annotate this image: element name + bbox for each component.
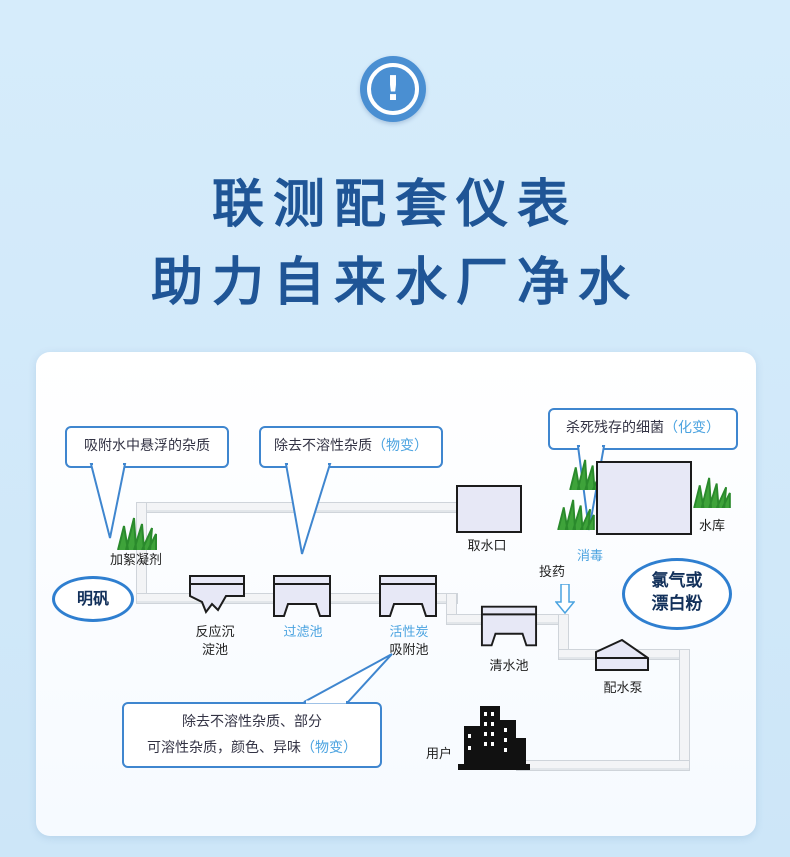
grass-icon — [117, 517, 157, 550]
carbon-tank — [379, 575, 437, 617]
label-dosing: 投药 — [538, 565, 565, 580]
label-sedimentation-line-2: 淀池 — [201, 643, 228, 658]
callout-coagulant: 吸附水中悬浮的杂质 — [65, 426, 229, 468]
callout-carbon-line-2-text: 可溶性杂质，颜色、异味 — [147, 740, 301, 756]
callout-carbon: 除去不溶性杂质、部分 可溶性杂质，颜色、异味（物变） — [122, 702, 382, 768]
label-sedimentation-line-1: 反应沉 — [195, 625, 235, 640]
label-carbon: 活性炭 吸附池 — [374, 624, 444, 660]
headline-line-1: 联测配套仪表 — [211, 175, 578, 235]
grass-icon — [693, 477, 731, 508]
intake-box — [456, 485, 522, 533]
label-disinfect: 消毒 — [576, 549, 603, 564]
city-building-icon — [458, 706, 530, 770]
callout-filter-text: 除去不溶性杂质 — [274, 438, 372, 454]
alum-label: 明矾 — [76, 589, 109, 608]
label-coagulant: 加絮凝剂 — [109, 553, 162, 568]
label-carbon-line-2: 吸附池 — [389, 643, 429, 658]
callout-disinfect-text: 杀死残存的细菌 — [566, 420, 664, 436]
filter-tank — [273, 575, 331, 617]
pipe-to-user — [516, 760, 690, 771]
label-intake: 取水口 — [467, 539, 507, 554]
clear-water-tank — [480, 605, 538, 647]
arrow-down-icon — [555, 584, 575, 614]
sedimentation-tank — [189, 575, 245, 614]
callout-filter: 除去不溶性杂质（物变） — [259, 426, 443, 468]
label-filter: 过滤池 — [283, 625, 323, 640]
grass-icon — [557, 499, 595, 530]
callout-carbon-line-1: 除去不溶性杂质、部分 — [182, 714, 322, 730]
callout-disinfect-tag: （化变） — [664, 420, 720, 436]
callout-coagulant-text: 吸附水中悬浮的杂质 — [84, 438, 210, 454]
label-reservoir: 水库 — [698, 519, 725, 534]
chlorine-line-2: 漂白粉 — [651, 594, 703, 614]
headline-line-2: 助力自来水厂净水 — [150, 253, 639, 313]
tail-carbon — [303, 653, 393, 703]
label-carbon-line-1: 活性炭 — [389, 625, 429, 640]
pump-icon — [595, 638, 649, 671]
label-clear-pool: 清水池 — [489, 659, 529, 674]
exclamation-glyph: ! — [367, 63, 419, 115]
alum-oval: 明矾 — [52, 576, 134, 622]
pipe-right-down — [679, 649, 690, 771]
label-sedimentation: 反应沉 淀池 — [180, 624, 250, 660]
process-diagram: 吸附水中悬浮的杂质 除去不溶性杂质（物变） 杀死残存的细菌（化变） 除去不溶性杂… — [36, 352, 756, 836]
chlorine-line-1: 氯气或 — [651, 571, 703, 591]
label-user: 用户 — [425, 747, 452, 762]
chlorine-oval: 氯气或 漂白粉 — [622, 558, 732, 630]
callout-carbon-line-2: 可溶性杂质，颜色、异味（物变） — [124, 735, 380, 761]
warning-icon: ! — [360, 56, 426, 122]
reservoir-box — [596, 461, 692, 535]
callout-filter-tag: （物变） — [372, 438, 428, 454]
callout-carbon-tag: （物变） — [301, 740, 357, 756]
callout-disinfect: 杀死残存的细菌（化变） — [548, 408, 738, 450]
label-pump: 配水泵 — [603, 681, 643, 696]
